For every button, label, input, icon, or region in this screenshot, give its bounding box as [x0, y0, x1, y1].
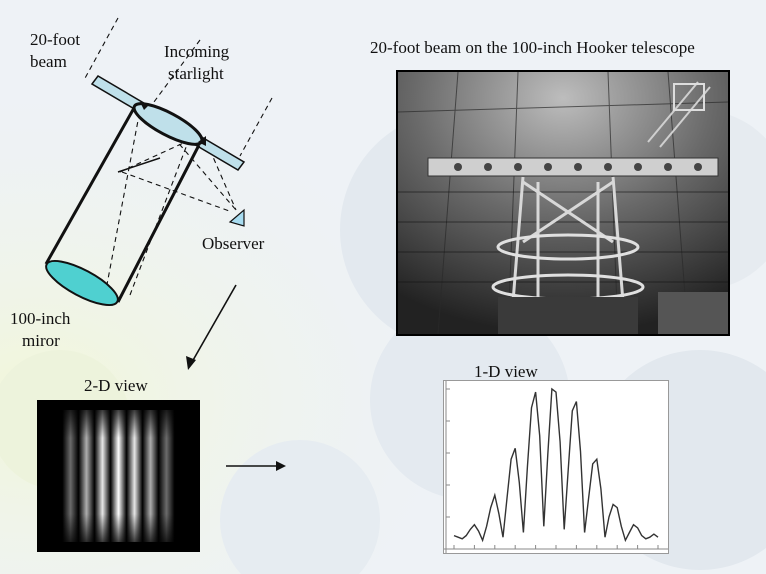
beam-label-2: beam: [30, 52, 67, 71]
arrow-right-icon: [226, 461, 286, 471]
intensity-curve: [453, 387, 659, 543]
arrow-to-2d-icon: [186, 356, 196, 370]
tube-top-ellipse: [132, 102, 204, 146]
observer-icon: [228, 208, 245, 227]
starlight-label-1: Incoming: [164, 42, 230, 61]
primary-mirror: [45, 259, 119, 307]
beam-label-1: 20-foot: [30, 30, 81, 49]
starlight-rays: [83, 17, 273, 296]
view-2d-label: 2-D view: [84, 376, 148, 395]
mirror-label-2: miror: [22, 331, 60, 350]
fringe-image-2d: [37, 400, 200, 552]
view-1d-label: 1-D view: [474, 362, 538, 381]
starlight-label-2: starlight: [168, 64, 224, 83]
observer-label: Observer: [202, 234, 265, 253]
photo-title: 20-foot beam on the 100-inch Hooker tele…: [370, 38, 695, 57]
telescope-diagram: [44, 17, 273, 370]
telescope-photo: [396, 70, 730, 336]
mirror-label-1: 100-inch: [10, 309, 71, 328]
fringe-plot-1d: [443, 380, 669, 554]
